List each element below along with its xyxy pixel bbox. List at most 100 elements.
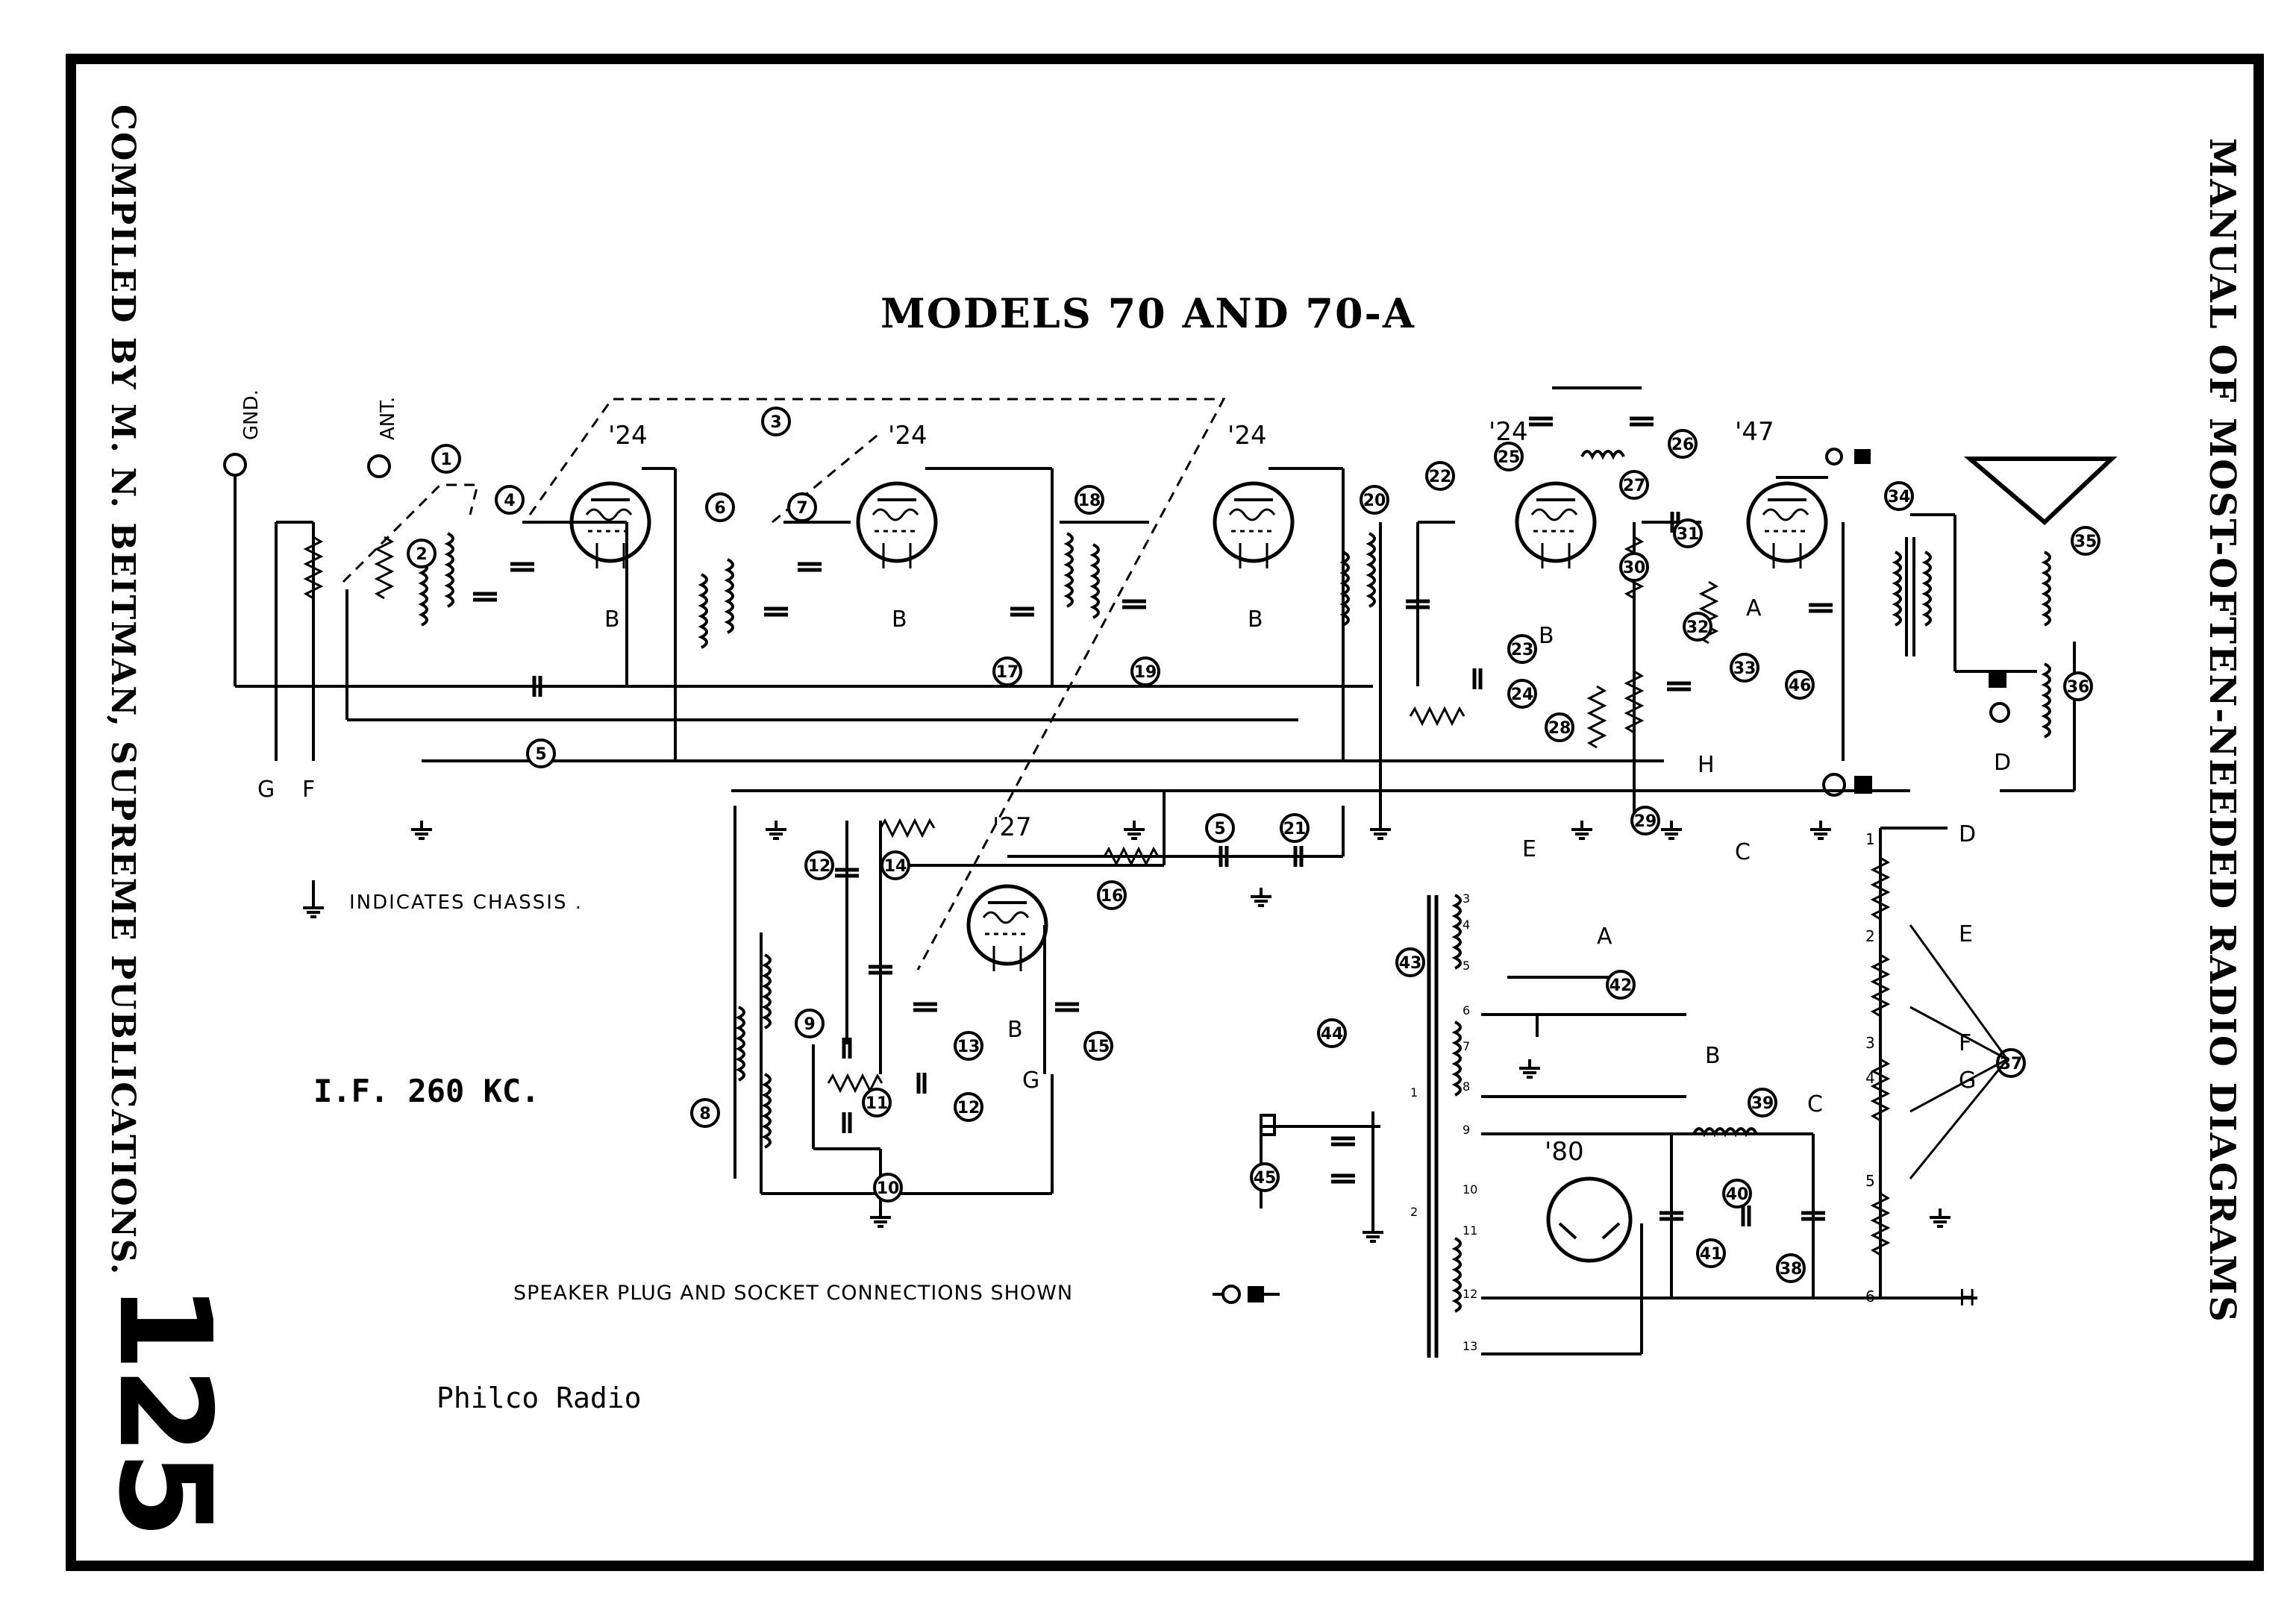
callout-circle — [1673, 518, 1703, 548]
page-number: 125 — [90, 1283, 238, 1534]
callout-number: 23 — [1511, 641, 1534, 659]
callout-circle — [1280, 813, 1310, 843]
chassis-legend: INDICATES CHASSIS . — [349, 891, 584, 914]
pin-10: 10 — [1463, 1182, 1477, 1197]
divider-num-5: 5 — [1865, 1172, 1875, 1190]
callout-circle — [1130, 656, 1160, 686]
callout-circle — [1395, 947, 1425, 977]
callout-circle — [804, 850, 834, 880]
callout-circle — [954, 1092, 983, 1122]
callout-circle — [1545, 712, 1574, 742]
group-c-label: C — [1807, 1091, 1823, 1117]
callout-number: 10 — [877, 1179, 900, 1198]
callout-number: 18 — [1078, 492, 1101, 510]
tap-h: H — [1959, 1285, 1976, 1311]
radio-caption: Philco Radio — [437, 1382, 642, 1414]
callout-number: 32 — [1686, 618, 1709, 637]
label-f: F — [302, 777, 315, 803]
pin-4: 4 — [1463, 918, 1470, 932]
callout-number: 45 — [1254, 1169, 1277, 1188]
terminal-gnd-label: GND. — [240, 389, 263, 440]
callout-number: 13 — [957, 1038, 980, 1056]
tube-supply-4: B — [1539, 623, 1554, 649]
callout-number: 6 — [714, 499, 725, 518]
callout-number: 1 — [440, 451, 451, 469]
label-c: C — [1735, 839, 1751, 865]
callout-number: 17 — [996, 663, 1019, 682]
callout-circle — [2063, 671, 2093, 701]
terminal-ant-label: ANT. — [377, 397, 399, 440]
callout-number: 33 — [1733, 659, 1756, 678]
tube-label-7: '80 — [1545, 1137, 1584, 1167]
callout-circle — [954, 1031, 983, 1061]
divider-num-3: 3 — [1865, 1034, 1875, 1052]
callout-number: 5 — [1214, 820, 1225, 838]
callout-circle — [1730, 653, 1759, 683]
compiler-credit: COMPILED BY M. N. BEITMAN, SUPREME PUBLI… — [104, 104, 142, 1276]
callout-number: 40 — [1726, 1185, 1749, 1204]
callout-circle — [1360, 485, 1389, 515]
callout-number: 39 — [1751, 1094, 1774, 1113]
callout-circle — [880, 850, 910, 880]
tube-label-3: '24 — [1227, 421, 1267, 451]
divider-num-6: 6 — [1865, 1288, 1875, 1305]
callout-number: 7 — [796, 499, 807, 518]
callout-number: 3 — [770, 413, 781, 432]
callout-number: 27 — [1623, 477, 1646, 495]
callout-number: 30 — [1623, 559, 1646, 577]
tube-supply-3: B — [1248, 606, 1263, 633]
callout-number: 19 — [1134, 663, 1157, 682]
callout-circle — [431, 444, 461, 474]
callout-circle — [1748, 1088, 1777, 1117]
callout-circle — [1606, 970, 1636, 1000]
callout-number: 11 — [866, 1094, 889, 1113]
tap-d: D — [1959, 821, 1976, 847]
label-g2: G — [1022, 1067, 1039, 1094]
callout-circle — [1696, 1238, 1726, 1268]
callout-number: 8 — [699, 1105, 710, 1123]
callout-circle — [862, 1088, 892, 1117]
callout-number: 2 — [416, 545, 427, 564]
callout-number: 9 — [804, 1015, 815, 1034]
callout-circle — [705, 492, 735, 522]
label-g: G — [257, 777, 275, 803]
callout-circle — [1668, 429, 1698, 459]
callout-circle — [1425, 461, 1455, 491]
callout-number: 29 — [1634, 812, 1657, 831]
callout-number: 20 — [1363, 492, 1386, 510]
callout-circle — [407, 539, 437, 568]
pin-12: 12 — [1463, 1287, 1477, 1301]
pin-8: 8 — [1463, 1079, 1470, 1094]
callout-number: 25 — [1498, 448, 1521, 467]
tube-supply-2: B — [892, 606, 907, 633]
callout-number: 5 — [535, 745, 546, 764]
group-b-label: B — [1705, 1043, 1721, 1069]
callout-circle — [1776, 1253, 1806, 1283]
speaker-note: SPEAKER PLUG AND SOCKET CONNECTIONS SHOW… — [513, 1282, 1074, 1305]
callout-number: 4 — [504, 492, 515, 510]
callout-circle — [1722, 1179, 1752, 1208]
callout-circle — [873, 1173, 903, 1203]
callout-circle — [1785, 670, 1815, 700]
callout-number: 22 — [1429, 468, 1452, 486]
callout-circle — [1097, 880, 1127, 910]
callout-circle — [1250, 1162, 1280, 1192]
callout-number: 28 — [1548, 719, 1571, 738]
callout-number: 21 — [1283, 820, 1307, 838]
pin-5: 5 — [1463, 959, 1470, 973]
callout-number: 31 — [1677, 525, 1700, 544]
callout-circle — [1507, 634, 1537, 664]
callout-number: 36 — [2067, 678, 2090, 697]
callout-circle — [2071, 526, 2100, 556]
callout-number: 43 — [1399, 954, 1422, 973]
tube-label-2: '24 — [888, 421, 927, 451]
callout-number: 12 — [957, 1099, 980, 1117]
callout-number: 15 — [1087, 1038, 1110, 1056]
tap-e: E — [1959, 921, 1973, 947]
callout-number: 42 — [1610, 976, 1633, 995]
callout-circle — [1507, 679, 1537, 709]
callout-circle — [761, 407, 791, 436]
divider-num-4: 4 — [1865, 1069, 1875, 1087]
tube-supply-5: A — [1746, 595, 1762, 621]
callout-circle — [495, 485, 525, 515]
